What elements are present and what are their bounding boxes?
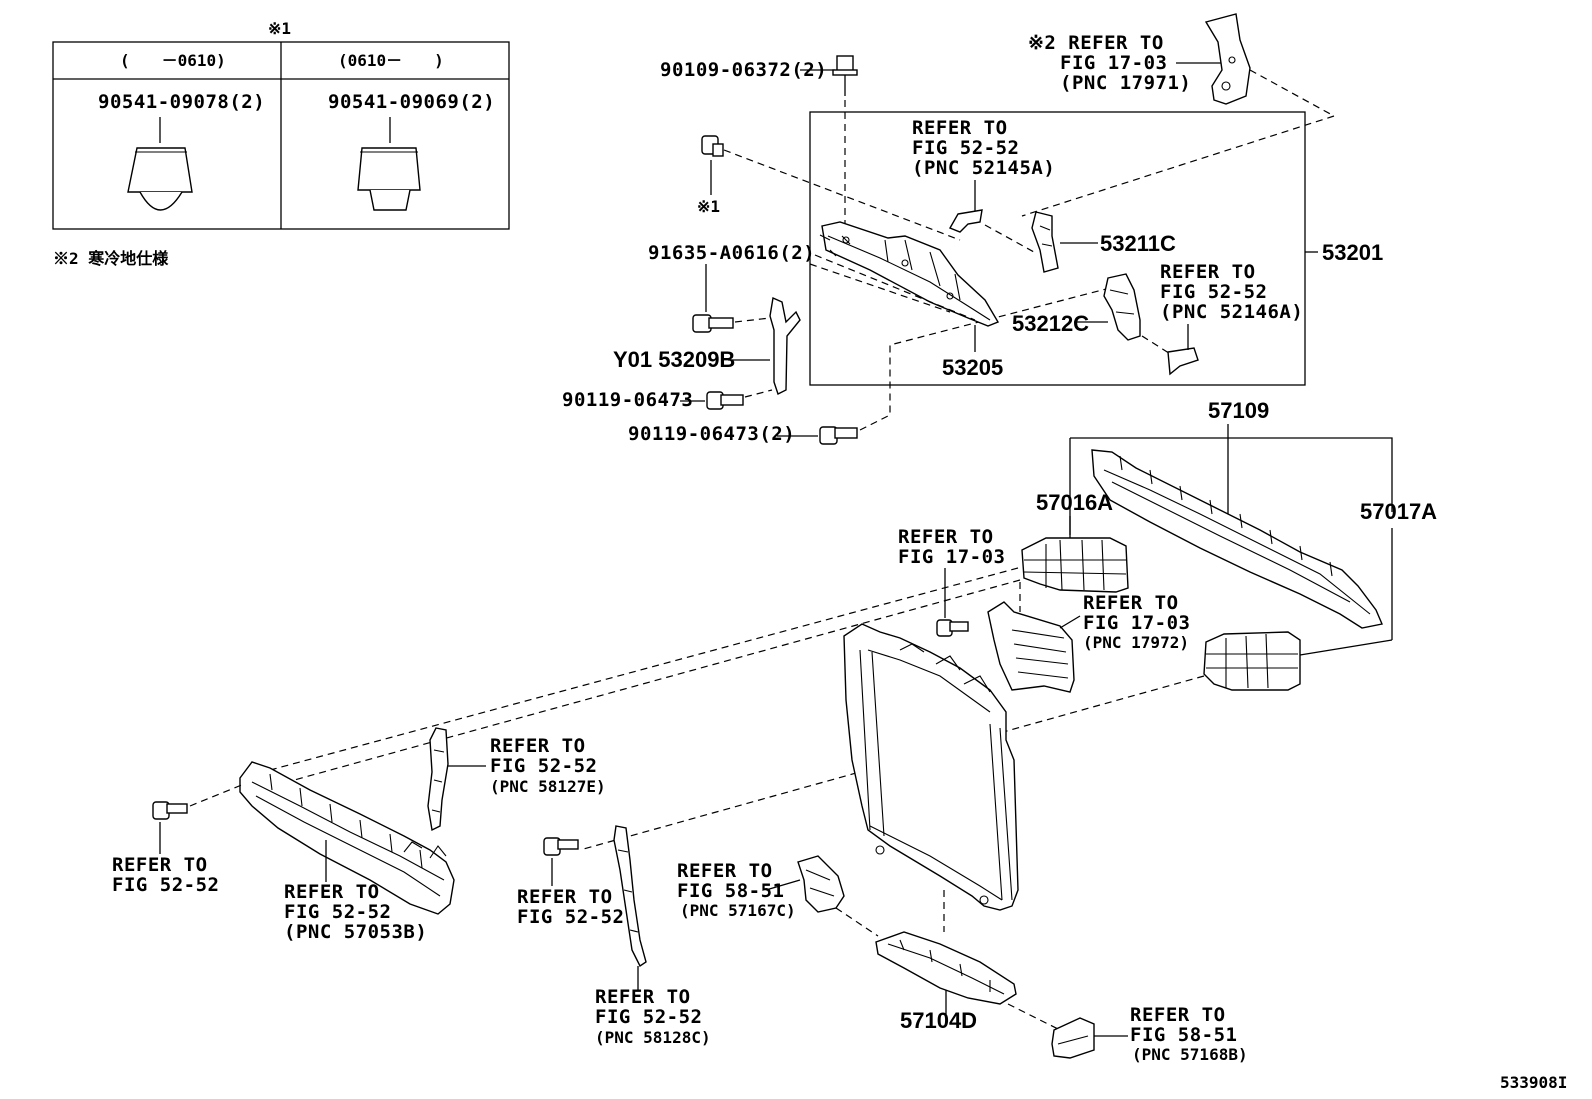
bolt-91635 xyxy=(692,314,734,333)
refer-r11-line2: FIG 52-52 xyxy=(595,1006,702,1028)
bracket-17971 xyxy=(1204,13,1251,105)
refer-r11-line1: REFER TO xyxy=(595,986,691,1008)
diagram-id: 533908I xyxy=(1500,1073,1567,1092)
refer-r3-line2: FIG 52-52 xyxy=(1160,281,1267,303)
refer-r7-line1: REFER TO xyxy=(112,854,208,876)
refer-r5-line1: REFER TO xyxy=(1083,592,1179,614)
label-91635-a0616: 91635-A0616(2) xyxy=(648,242,815,264)
inset-table: ※1 ( －0610) (0610－ ) 90541-09078(2) 9054… xyxy=(52,19,510,230)
clip-52146a xyxy=(1167,347,1199,376)
bracket-57167c xyxy=(797,855,845,913)
bracket-53211c xyxy=(1031,211,1059,273)
refer-r5-line3: (PNC 17972) xyxy=(1083,633,1189,652)
label-53212c: 53212C xyxy=(1012,311,1089,336)
label-90119-06473: 90119-06473 xyxy=(562,389,693,411)
bracket-57168b xyxy=(1051,1017,1095,1059)
label-53205: 53205 xyxy=(942,355,1003,380)
brace-58128c xyxy=(613,825,647,968)
clip-52145a xyxy=(948,209,983,233)
bracket-53205 xyxy=(819,221,1000,327)
refer-r12-line1: REFER TO xyxy=(1130,1004,1226,1026)
clip-type-a xyxy=(127,147,193,193)
refer-r2-line1: REFER TO xyxy=(912,117,1008,139)
refer-r4-line2: FIG 17-03 xyxy=(898,546,1005,568)
refer-r5-line2: FIG 17-03 xyxy=(1083,612,1190,634)
inset-col2-part: 90541-09069(2) xyxy=(328,91,495,113)
bolt-middle xyxy=(543,837,579,856)
label-53211c: 53211C xyxy=(1100,231,1176,256)
refer-r12-line3: (PNC 57168B) xyxy=(1132,1045,1248,1064)
label-57016a: 57016A xyxy=(1036,490,1113,515)
refer-r4-line1: REFER TO xyxy=(898,526,994,548)
label-57104d: 57104D xyxy=(900,1008,977,1033)
bracket-53212c xyxy=(1103,273,1141,341)
refer-r6-line2: FIG 52-52 xyxy=(490,755,597,777)
bolt-90119-b xyxy=(819,426,858,445)
refer-r3-line3: (PNC 52146A) xyxy=(1160,301,1303,323)
footnote-mark-1: ※1 xyxy=(268,19,291,38)
bolt-90119-a xyxy=(706,391,744,410)
assembly-box xyxy=(809,111,1306,386)
under-cover-57104d xyxy=(875,931,1017,1005)
clip-nut xyxy=(701,135,724,157)
duct-57016a xyxy=(1021,537,1129,593)
label-57109: 57109 xyxy=(1208,398,1269,423)
label-57017a: 57017A xyxy=(1360,499,1437,524)
inset-col1-part: 90541-09078(2) xyxy=(98,91,265,113)
refer-r1-line2: FIG 17-03 xyxy=(1060,52,1167,74)
label-90119-06473-2: 90119-06473(2) xyxy=(628,423,795,445)
refer-r2-line3: (PNC 52145A) xyxy=(912,157,1055,179)
duct-57017a xyxy=(1203,631,1301,691)
bracket-17972 xyxy=(987,601,1075,693)
refer-r12-line2: FIG 58-51 xyxy=(1130,1024,1237,1046)
inset-col1-range: ( －0610) xyxy=(120,51,226,70)
refer-r2-line2: FIG 52-52 xyxy=(912,137,1019,159)
label-90109-06372: 90109-06372(2) xyxy=(660,59,827,81)
label-clip-mark: ※1 xyxy=(697,197,720,216)
bolt-17-03 xyxy=(936,619,969,637)
refer-r3-line1: REFER TO xyxy=(1160,261,1256,283)
refer-r1-line3: (PNC 17971) xyxy=(1060,72,1191,94)
refer-r10-line2: FIG 58-51 xyxy=(677,880,784,902)
refer-r9-line2: FIG 52-52 xyxy=(517,906,624,928)
frame-57109 xyxy=(1091,449,1383,629)
label-53201: 53201 xyxy=(1322,240,1383,265)
refer-r1-line1: ※2 REFER TO xyxy=(1028,32,1164,54)
refer-r10-line3: (PNC 57167C) xyxy=(680,901,796,920)
refer-r8-line3: (PNC 57053B) xyxy=(284,921,427,943)
clip-type-b xyxy=(357,147,421,191)
inset-col2-range: (0610－ ) xyxy=(338,51,444,70)
refer-r8-line1: REFER TO xyxy=(284,881,380,903)
refer-r6-line1: REFER TO xyxy=(490,735,586,757)
refer-r9-line1: REFER TO xyxy=(517,886,613,908)
brace-58127e xyxy=(427,727,449,832)
refer-r8-line2: FIG 52-52 xyxy=(284,901,391,923)
footnote-note-2: ※2 寒冷地仕様 xyxy=(53,249,169,268)
radiator xyxy=(843,623,1019,911)
refer-r7-line2: FIG 52-52 xyxy=(112,874,219,896)
label-53209b: Y01 53209B xyxy=(613,347,735,372)
brace-53209b xyxy=(769,296,801,395)
bolt-top xyxy=(832,55,858,96)
refer-r6-line3: (PNC 58127E) xyxy=(490,777,606,796)
refer-r10-line1: REFER TO xyxy=(677,860,773,882)
refer-r11-line3: (PNC 58128C) xyxy=(595,1028,711,1047)
crossmember-57053b xyxy=(239,761,455,915)
bolt-left xyxy=(152,801,188,820)
